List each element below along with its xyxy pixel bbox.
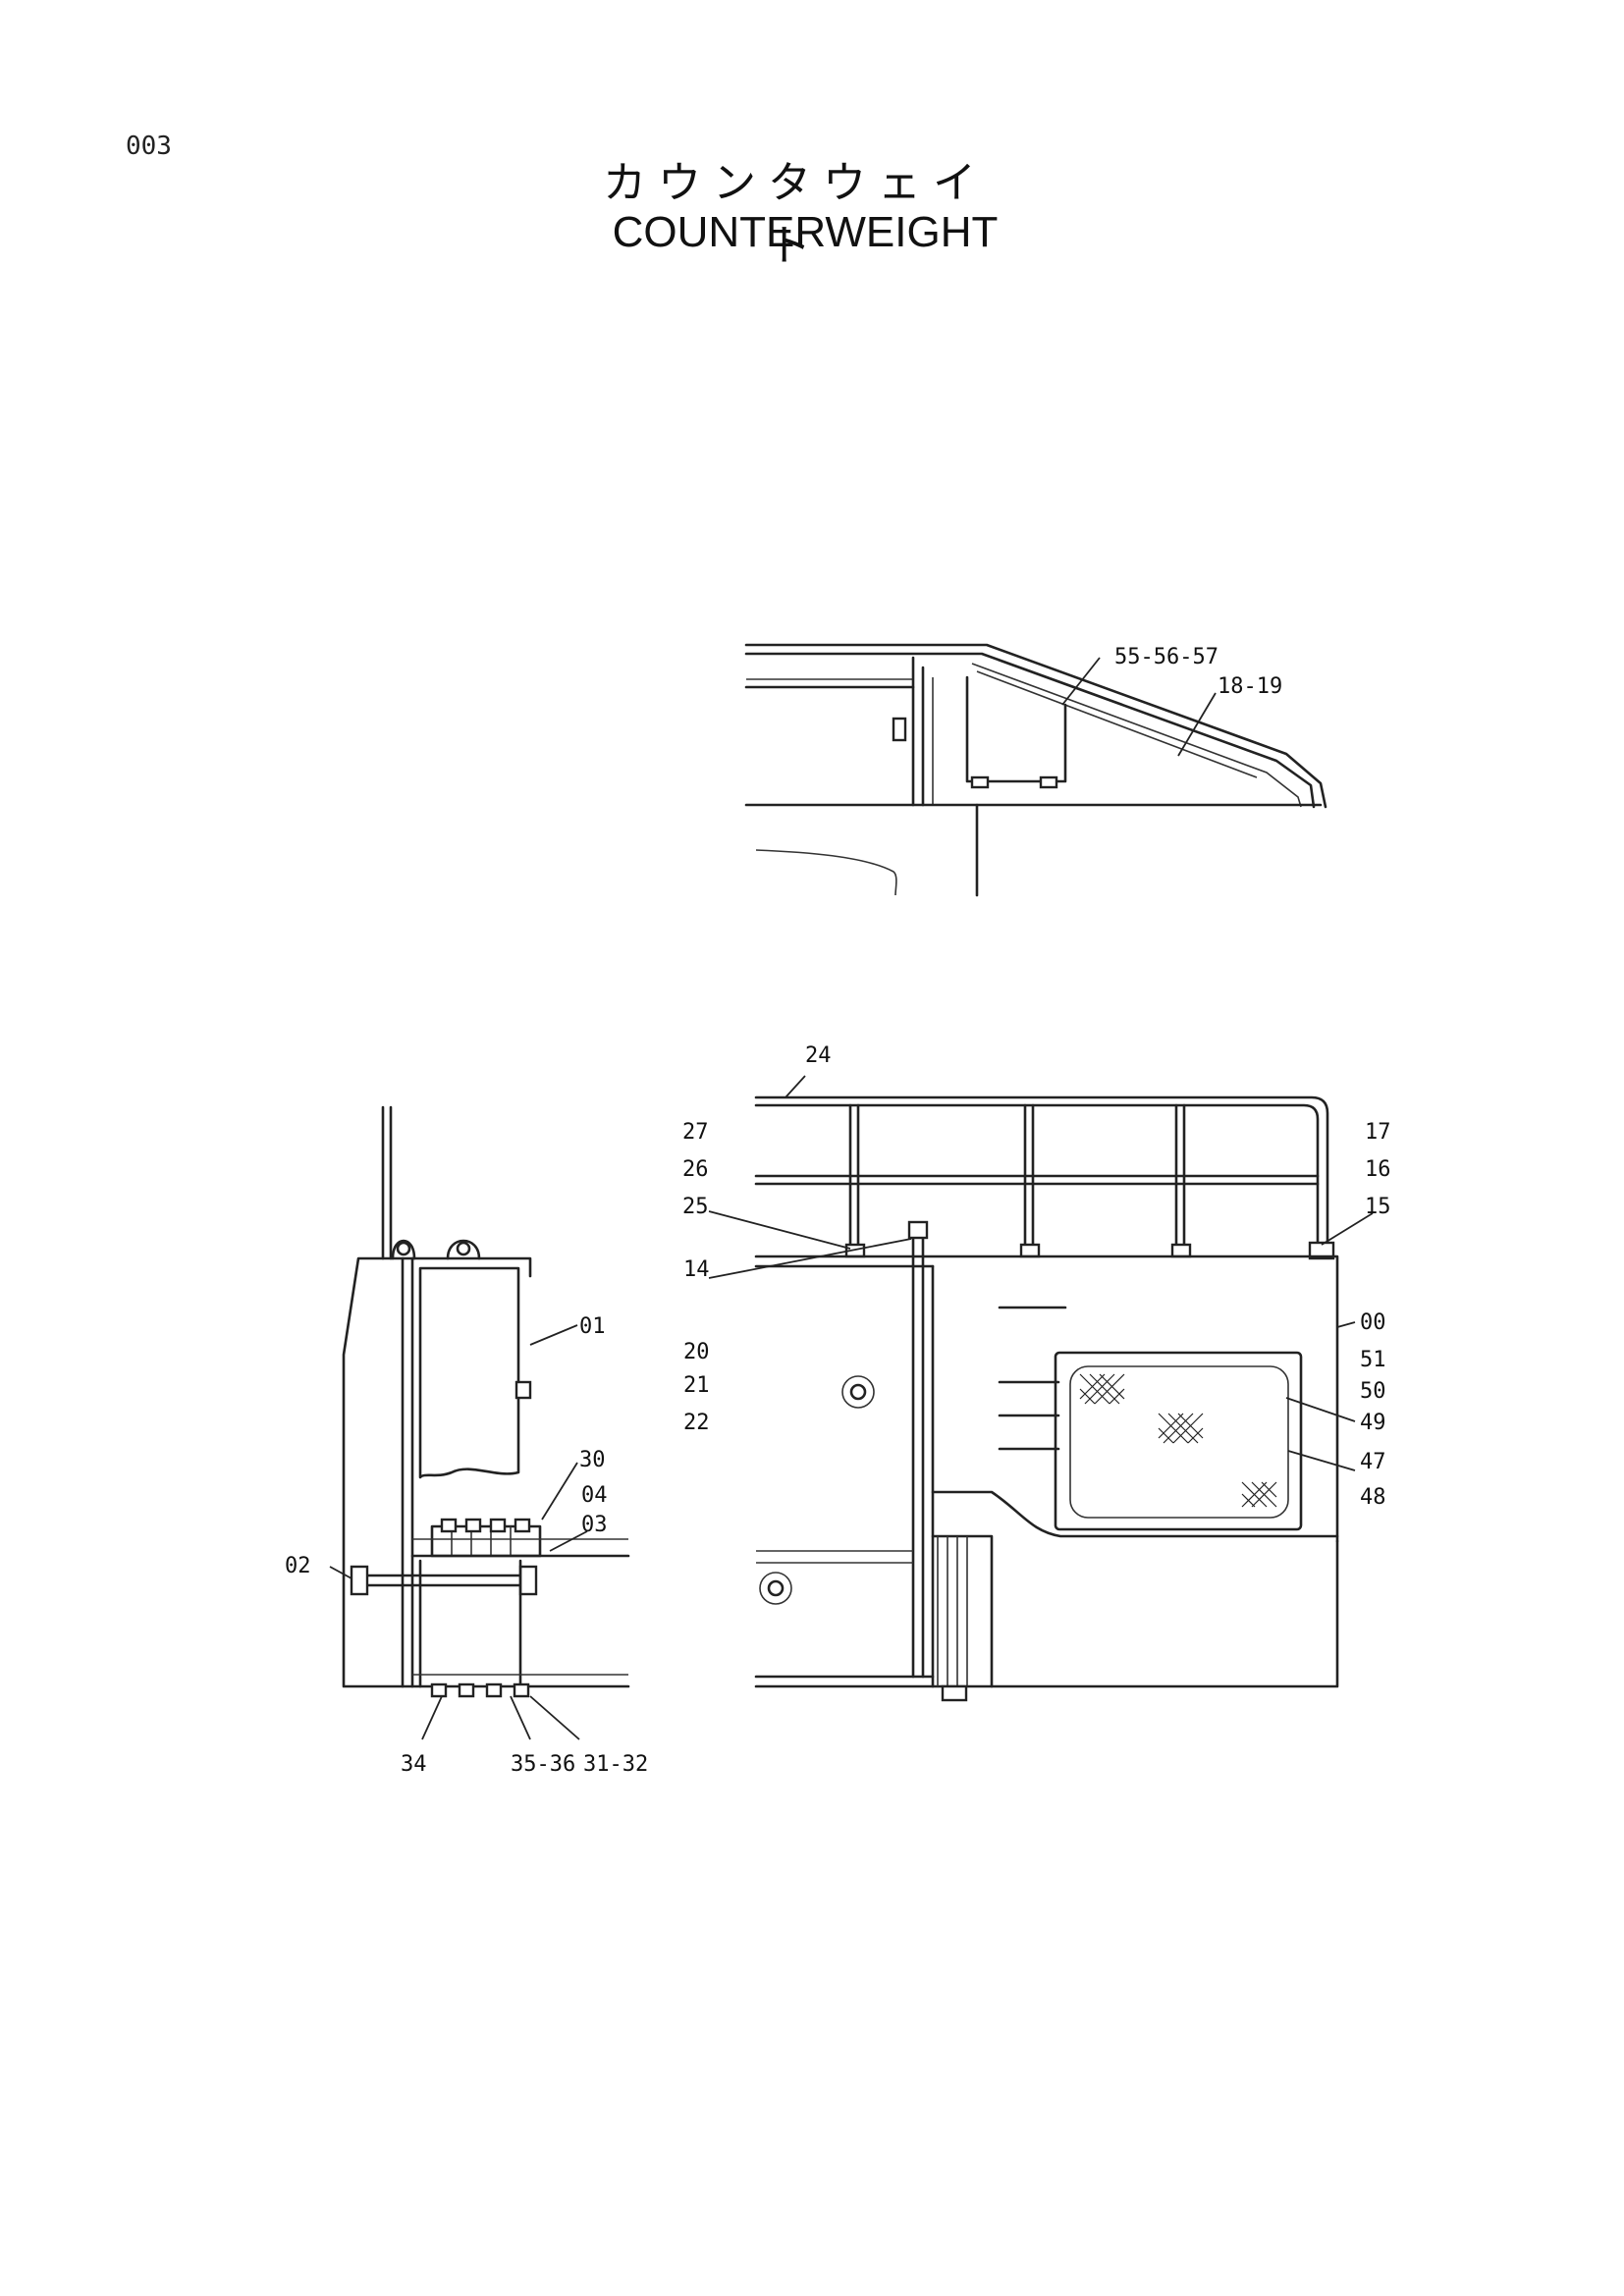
callout-49: 49 [1360, 1411, 1386, 1435]
top-view: 55-56-57 18-19 [744, 643, 1327, 897]
callout-50: 50 [1360, 1379, 1386, 1404]
callout-15: 15 [1365, 1195, 1391, 1219]
callout-00: 00 [1360, 1310, 1386, 1335]
callout-25: 25 [682, 1195, 709, 1219]
callout-14: 14 [683, 1257, 710, 1282]
callout-03: 03 [581, 1513, 608, 1537]
mesh-grille [1079, 1373, 1277, 1508]
callout-01: 01 [579, 1314, 606, 1339]
callout-30: 30 [579, 1448, 606, 1472]
callout-31-32: 31-32 [583, 1752, 648, 1777]
title-english: COUNTERWEIGHT [612, 208, 999, 256]
callout-35-36: 35-36 [511, 1752, 575, 1777]
callout-21: 21 [683, 1373, 710, 1398]
callout-02: 02 [285, 1554, 311, 1578]
callout-51: 51 [1360, 1348, 1386, 1372]
callout-24: 24 [805, 1043, 832, 1068]
callout-04: 04 [581, 1483, 608, 1508]
page-number: 003 [126, 132, 172, 161]
title-japanese: カウンタウェイト [603, 158, 988, 271]
callout-34: 34 [401, 1752, 427, 1777]
callout-17: 17 [1365, 1120, 1391, 1145]
callout-26: 26 [682, 1157, 709, 1182]
callout-20: 20 [683, 1340, 710, 1364]
front-view: 24 27 26 25 17 16 15 14 20 21 22 00 51 5… [682, 1043, 1391, 1702]
callout-55-56-57: 55-56-57 [1114, 645, 1218, 669]
callout-16: 16 [1365, 1157, 1391, 1182]
callout-27: 27 [682, 1120, 709, 1145]
callout-48: 48 [1360, 1485, 1386, 1510]
side-section-view: 01 30 04 03 02 34 35-36 31-32 [285, 1105, 648, 1777]
callout-47: 47 [1360, 1450, 1386, 1474]
callout-18-19: 18-19 [1218, 674, 1282, 699]
callout-22: 22 [683, 1411, 710, 1435]
